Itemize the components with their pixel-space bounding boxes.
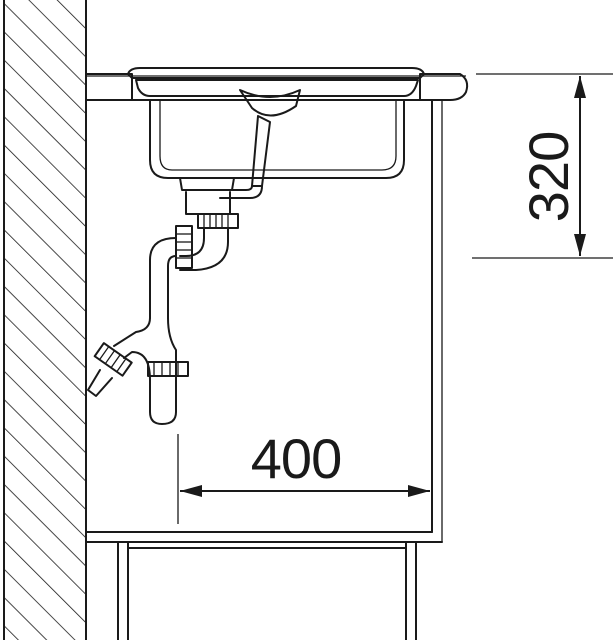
overflow-tube — [219, 115, 271, 199]
dimension-width: 400 — [177, 427, 430, 524]
drain-trap — [87, 191, 239, 425]
dimension-depth: 320 — [472, 73, 613, 259]
cabinet — [85, 99, 443, 543]
depth-label: 320 — [517, 132, 580, 222]
plinth — [117, 541, 417, 640]
wall — [3, 0, 87, 640]
sink-bowl — [127, 67, 425, 191]
width-label: 400 — [251, 427, 341, 490]
countertop — [85, 73, 469, 101]
